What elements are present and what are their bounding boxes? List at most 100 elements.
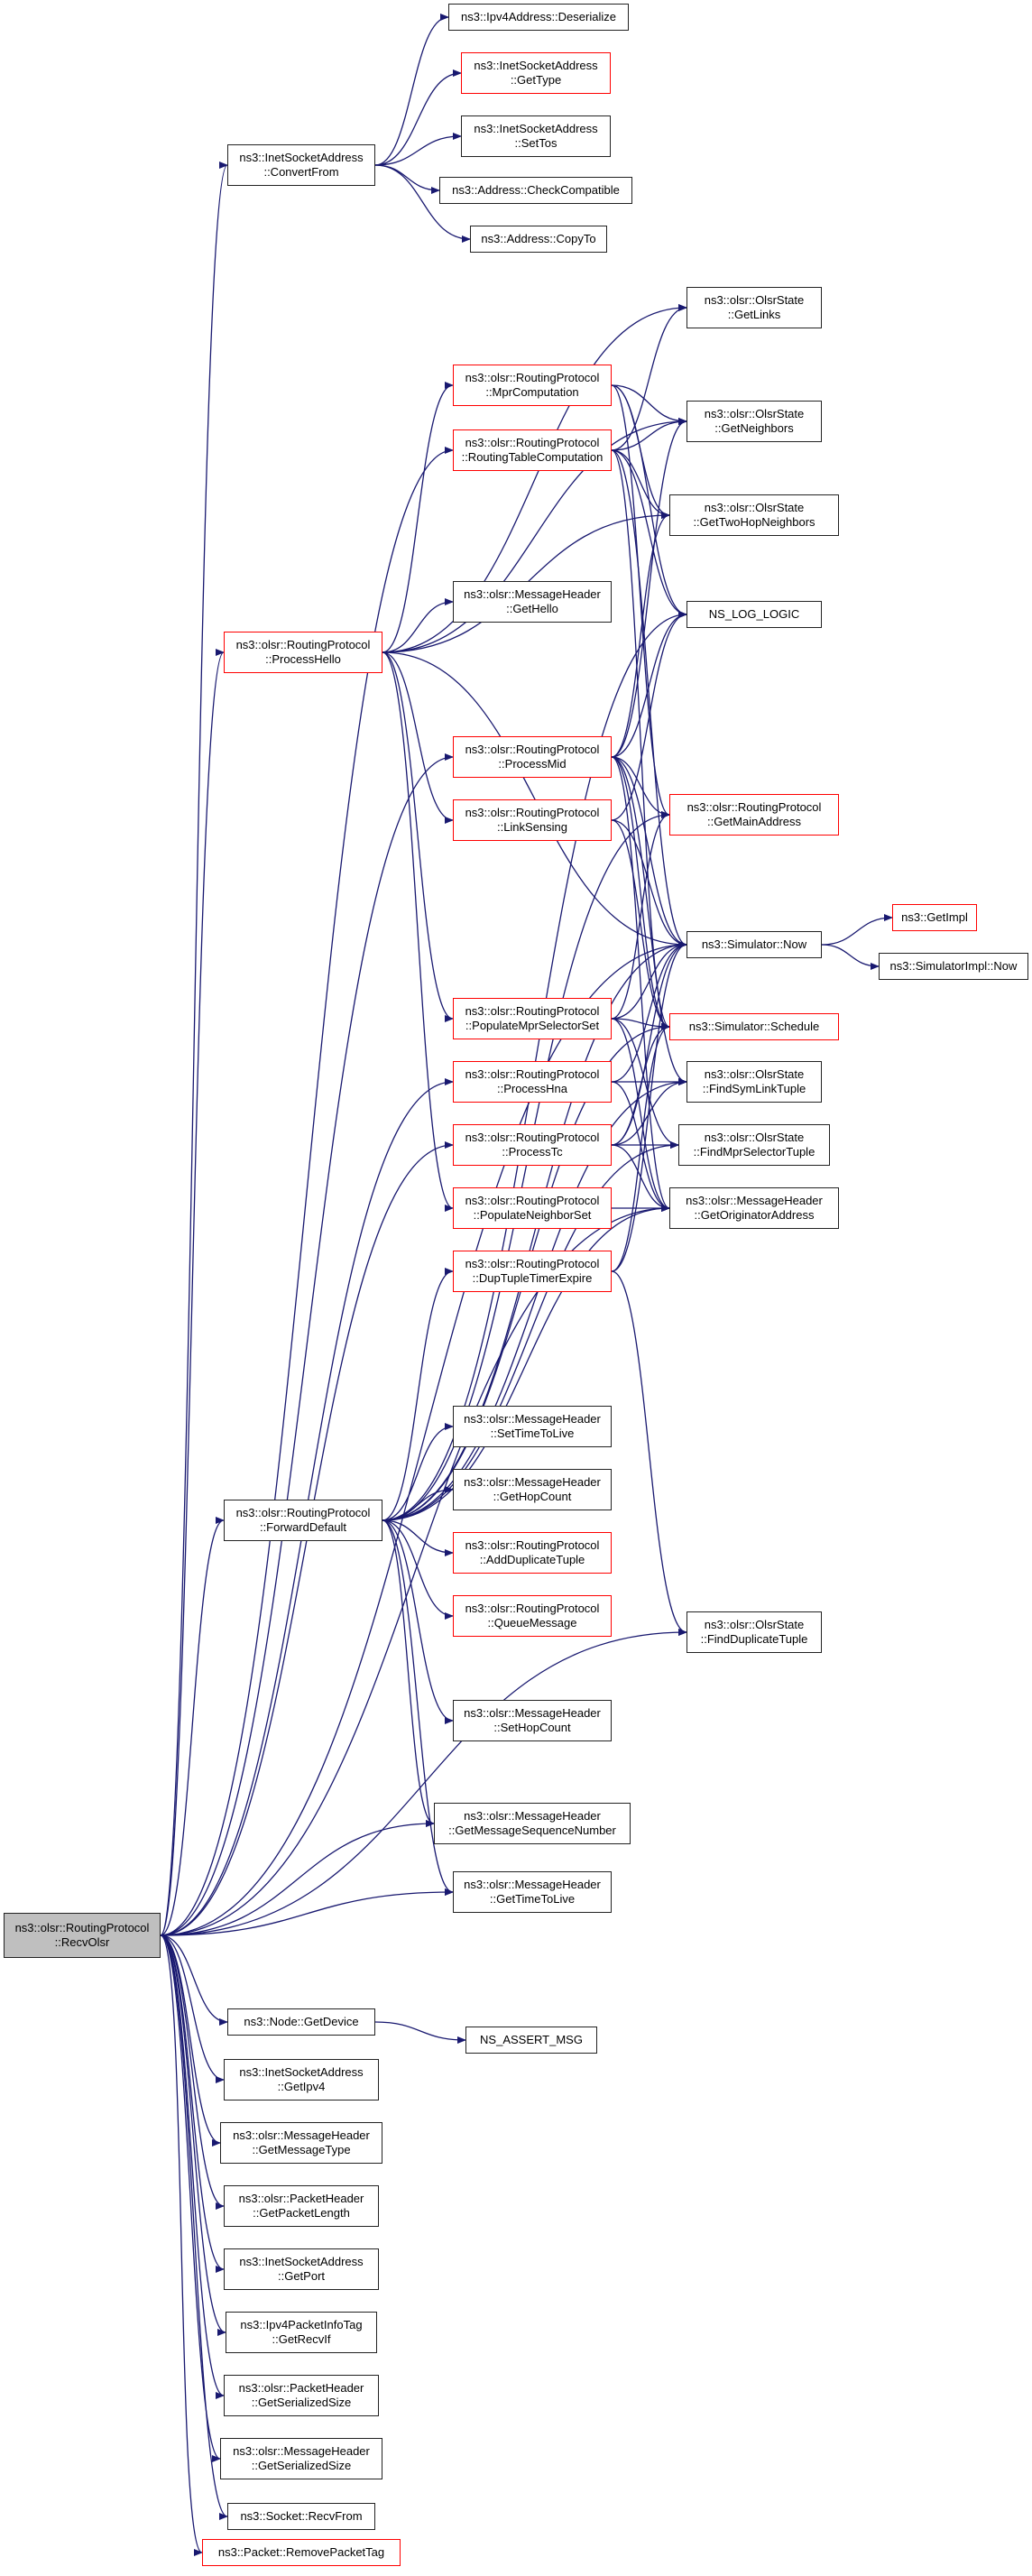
node-rp-routingtablecomputation[interactable]: ns3::olsr::RoutingProtocol::RoutingTable… <box>453 429 612 471</box>
call-edge <box>821 914 893 946</box>
node-label-line: ns3::olsr::RoutingProtocol <box>465 371 600 384</box>
call-edge <box>160 753 454 1936</box>
node-rp-populatemprselectorset[interactable]: ns3::olsr::RoutingProtocol::PopulateMprS… <box>453 998 612 1039</box>
node-addr-copyto[interactable]: ns3::Address::CopyTo <box>470 226 607 253</box>
node-rp-processhna[interactable]: ns3::olsr::RoutingProtocol::ProcessHna <box>453 1061 612 1103</box>
node-rp-queuemessage[interactable]: ns3::olsr::RoutingProtocol::QueueMessage <box>453 1595 612 1637</box>
call-edge <box>160 1934 226 2336</box>
node-packet-removepackettag[interactable]: ns3::Packet::RemovePacketTag <box>202 2539 401 2566</box>
call-edge <box>611 1023 670 1272</box>
node-inet-convertfrom[interactable]: ns3::InetSocketAddress::ConvertFrom <box>227 144 375 186</box>
call-edge <box>382 1519 454 1896</box>
node-label-line: ::ProcessHna <box>496 1082 568 1095</box>
node-label-line: ::SetHopCount <box>493 1721 571 1734</box>
call-edge <box>611 756 670 818</box>
node-rp-mprcomputation[interactable]: ns3::olsr::RoutingProtocol::MprComputati… <box>453 365 612 406</box>
node-ipv4pit-getrecvif[interactable]: ns3::Ipv4PacketInfoTag::GetRecvIf <box>226 2312 377 2353</box>
node-recvolsr[interactable]: ns3::olsr::RoutingProtocol::RecvOlsr <box>4 1913 161 1958</box>
node-label-line: ::ProcessHello <box>265 652 341 666</box>
call-edge <box>160 1934 225 2210</box>
node-ipv4-deserialize[interactable]: ns3::Ipv4Address::Deserialize <box>448 4 629 31</box>
call-edge <box>374 2021 466 2044</box>
node-mh-getserializedsize[interactable]: ns3::olsr::MessageHeader::GetSerializedS… <box>220 2438 382 2479</box>
node-label-line: ns3::Node::GetDevice <box>244 2015 359 2028</box>
node-rp-linksensing[interactable]: ns3::olsr::RoutingProtocol::LinkSensing <box>453 799 612 841</box>
call-edge <box>611 756 687 948</box>
node-label-line: ns3::olsr::OlsrState <box>704 293 805 307</box>
node-mh-gethello[interactable]: ns3::olsr::MessageHeader::GetHello <box>453 581 612 623</box>
node-rp-getmainaddress[interactable]: ns3::olsr::RoutingProtocol::GetMainAddre… <box>669 794 839 836</box>
node-rp-processtc[interactable]: ns3::olsr::RoutingProtocol::ProcessTc <box>453 1124 612 1166</box>
node-mh-getmessagesequencenumber[interactable]: ns3::olsr::MessageHeader::GetMessageSequ… <box>434 1803 631 1844</box>
node-label-line: ns3::olsr::MessageHeader <box>464 587 601 601</box>
call-edge <box>611 449 670 519</box>
node-mh-getmessagetype[interactable]: ns3::olsr::MessageHeader::GetMessageType <box>220 2122 382 2164</box>
node-mh-settimetolive[interactable]: ns3::olsr::MessageHeader::SetTimeToLive <box>453 1406 612 1447</box>
node-node-getdevice[interactable]: ns3::Node::GetDevice <box>227 2008 375 2036</box>
node-addr-checkcompatible[interactable]: ns3::Address::CheckCompatible <box>439 177 632 204</box>
node-state-gettwohopneighbors[interactable]: ns3::olsr::OlsrState::GetTwoHopNeighbors <box>669 494 839 536</box>
node-label-line: ns3::Address::CheckCompatible <box>452 183 620 197</box>
node-mh-gethopcount[interactable]: ns3::olsr::MessageHeader::GetHopCount <box>453 1469 612 1510</box>
node-label-line: ns3::olsr::MessageHeader <box>464 1475 601 1489</box>
node-ph-getpacketlength[interactable]: ns3::olsr::PacketHeader::GetPacketLength <box>224 2185 379 2227</box>
node-label-line: ::GetIpv4 <box>277 2080 326 2093</box>
node-label-line: ::ForwardDefault <box>259 1520 347 1534</box>
node-socket-recvfrom[interactable]: ns3::Socket::RecvFrom <box>227 2503 375 2530</box>
node-mh-gettimetolive[interactable]: ns3::olsr::MessageHeader::GetTimeToLive <box>453 1871 612 1913</box>
node-label-line: ::GetHello <box>506 602 558 615</box>
node-inet-getipv4[interactable]: ns3::InetSocketAddress::GetIpv4 <box>224 2059 379 2101</box>
node-sim-schedule[interactable]: ns3::Simulator::Schedule <box>669 1013 839 1040</box>
node-label-line: ns3::InetSocketAddress <box>474 59 598 72</box>
node-label-line: ::GetSerializedSize <box>251 2396 352 2409</box>
node-label-line: ns3::olsr::RoutingProtocol <box>465 1067 600 1081</box>
node-label-line: ::GetLinks <box>727 308 781 321</box>
call-edge <box>382 1141 679 1521</box>
call-edge <box>611 418 687 758</box>
node-label-line: ::GetPacketLength <box>253 2206 350 2220</box>
node-rp-addduplicatetuple[interactable]: ns3::olsr::RoutingProtocol::AddDuplicate… <box>453 1532 612 1574</box>
call-edge <box>382 1423 454 1521</box>
node-label-line: ns3::olsr::RoutingProtocol <box>465 743 600 756</box>
call-edge <box>611 1078 687 1146</box>
call-edge <box>611 941 687 1272</box>
node-state-findduplicatetuple[interactable]: ns3::olsr::OlsrState::FindDuplicateTuple <box>686 1611 822 1653</box>
node-rp-forwarddefault[interactable]: ns3::olsr::RoutingProtocol::ForwardDefau… <box>224 1500 382 1541</box>
node-ph-getserializedsize[interactable]: ns3::olsr::PacketHeader::GetSerializedSi… <box>224 2375 379 2416</box>
node-ns-assert-msg[interactable]: NS_ASSERT_MSG <box>465 2027 597 2054</box>
call-edge <box>611 512 670 758</box>
node-mh-getoriginatoraddress[interactable]: ns3::olsr::MessageHeader::GetOriginatorA… <box>669 1187 839 1229</box>
node-ns-log-logic[interactable]: NS_LOG_LOGIC <box>686 601 822 628</box>
node-inet-gettype[interactable]: ns3::InetSocketAddress::GetType <box>461 52 611 94</box>
node-label-line: ns3::olsr::RoutingProtocol <box>465 806 600 819</box>
node-sim-now[interactable]: ns3::Simulator::Now <box>686 931 822 958</box>
node-label-line: ns3::SimulatorImpl::Now <box>889 959 1018 973</box>
node-state-findmprselectortuple[interactable]: ns3::olsr::OlsrState::FindMprSelectorTup… <box>678 1124 830 1166</box>
call-edge <box>821 944 880 970</box>
node-simimpl-now[interactable]: ns3::SimulatorImpl::Now <box>879 953 1028 980</box>
node-inet-settos[interactable]: ns3::InetSocketAddress::SetTos <box>461 115 611 157</box>
node-label-line: ns3::olsr::RoutingProtocol <box>235 638 371 651</box>
node-label-line: ::GetRecvIf <box>272 2332 331 2346</box>
node-label-line: ns3::olsr::RoutingProtocol <box>465 1602 600 1615</box>
node-label-line: ::RecvOlsr <box>54 1935 110 1949</box>
node-rp-duptupletimerexpire[interactable]: ns3::olsr::RoutingProtocol::DupTupleTime… <box>453 1251 612 1292</box>
node-state-findsymlinktuple[interactable]: ns3::olsr::OlsrState::FindSymLinkTuple <box>686 1061 822 1103</box>
node-state-getneighbors[interactable]: ns3::olsr::OlsrState::GetNeighbors <box>686 401 822 442</box>
node-rp-processhello[interactable]: ns3::olsr::RoutingProtocol::ProcessHello <box>224 632 382 673</box>
call-edge <box>382 1205 670 1521</box>
node-rp-populateneighborset[interactable]: ns3::olsr::RoutingProtocol::PopulateNeig… <box>453 1187 612 1229</box>
call-edge <box>382 651 687 948</box>
node-label-line: ::ProcessMid <box>498 757 567 771</box>
node-ns3-getimpl[interactable]: ns3::GetImpl <box>892 904 977 931</box>
node-label-line: ns3::olsr::PacketHeader <box>238 2192 364 2205</box>
node-state-getlinks[interactable]: ns3::olsr::OlsrState::GetLinks <box>686 287 822 328</box>
node-label-line: ::DupTupleTimerExpire <box>472 1271 593 1285</box>
call-edge <box>611 811 670 1020</box>
node-inet-getport[interactable]: ns3::InetSocketAddress::GetPort <box>224 2248 379 2290</box>
node-label-line: ::GetMainAddress <box>706 815 802 828</box>
node-rp-processmid[interactable]: ns3::olsr::RoutingProtocol::ProcessMid <box>453 736 612 778</box>
node-label-line: NS_ASSERT_MSG <box>480 2033 583 2046</box>
node-mh-sethopcount[interactable]: ns3::olsr::MessageHeader::SetHopCount <box>453 1700 612 1741</box>
call-edge <box>374 14 449 166</box>
